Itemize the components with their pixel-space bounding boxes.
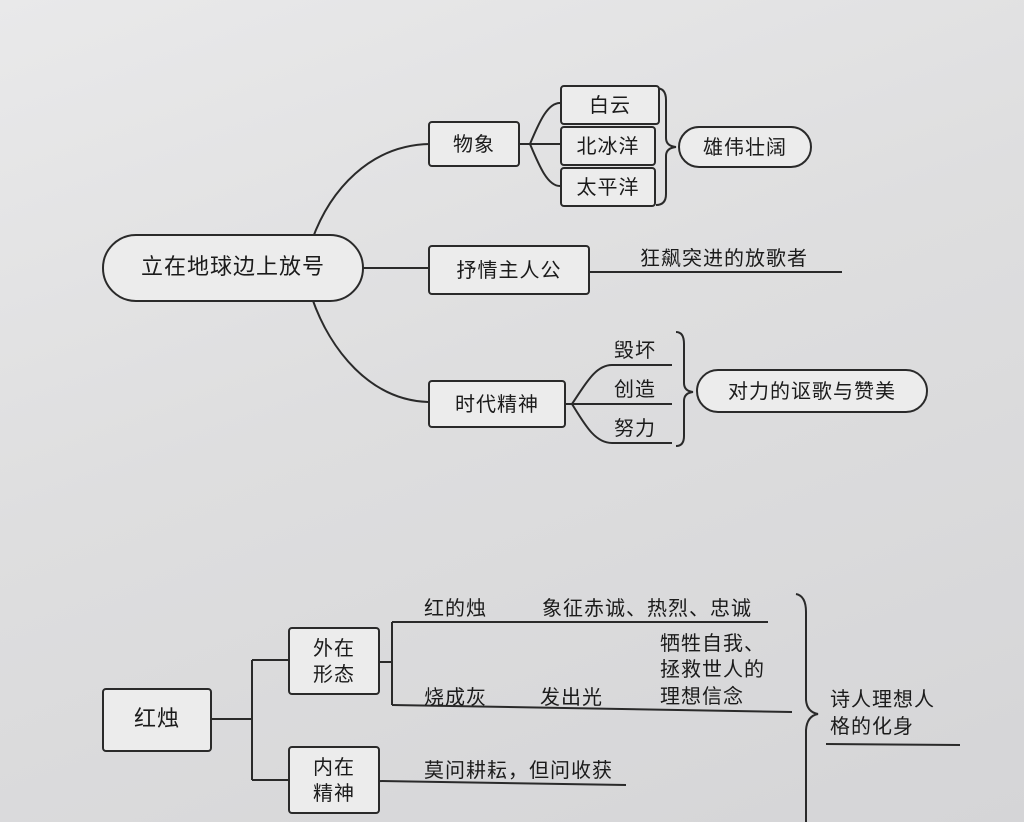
item-node-baiyun: 白云 bbox=[560, 85, 660, 125]
branch-node-label: 外在形态 bbox=[313, 636, 355, 686]
label-xisheng: 牺牲自我、拯救世人的理想信念 bbox=[660, 631, 765, 708]
branch-node-label: 时代精神 bbox=[455, 392, 539, 416]
branch-node-neizai: 内在精神 bbox=[288, 746, 380, 814]
item-label-nuli: 努力 bbox=[614, 416, 656, 440]
branch-node-shidai: 时代精神 bbox=[428, 380, 566, 428]
root-node-label: 红烛 bbox=[133, 706, 180, 732]
root-node-hongzhu: 红烛 bbox=[102, 688, 212, 752]
label-mowen: 莫问耕耘，但问收获 bbox=[424, 758, 613, 782]
note-kuangbiao: 狂飙突进的放歌者 bbox=[640, 246, 808, 270]
conclusion-label: 诗人理想人格的化身 bbox=[830, 687, 935, 738]
branch-node-label: 物象 bbox=[453, 132, 495, 156]
branch-node-label: 抒情主人公 bbox=[456, 258, 562, 282]
root-node-label: 立在地球边上放号 bbox=[140, 254, 325, 280]
branch-node-label: 内在精神 bbox=[313, 755, 355, 805]
label-fachuguang: 发出光 bbox=[540, 685, 603, 709]
branch-node-wuxiang: 物象 bbox=[428, 121, 520, 167]
summary-node-ouge: 对力的讴歌与赞美 bbox=[696, 369, 928, 413]
summary-node-xiongwei: 雄伟壮阔 bbox=[678, 126, 812, 168]
summary-node-label: 对力的讴歌与赞美 bbox=[728, 379, 896, 403]
item-label-huihuai: 毁坏 bbox=[614, 338, 656, 362]
item-node-label: 太平洋 bbox=[576, 175, 640, 199]
branch-node-waizai: 外在形态 bbox=[288, 627, 380, 695]
label-xiangzheng: 象征赤诚、热烈、忠诚 bbox=[542, 596, 752, 620]
branch-node-shuqing: 抒情主人公 bbox=[428, 245, 590, 295]
item-label-chuangzao: 创造 bbox=[614, 377, 656, 401]
item-node-beibingyang: 北冰洋 bbox=[560, 126, 656, 166]
root-node-fangsheng: 立在地球边上放号 bbox=[102, 234, 364, 302]
item-node-label: 北冰洋 bbox=[576, 134, 640, 158]
item-node-taipingyang: 太平洋 bbox=[560, 167, 656, 207]
label-shaochenghui: 烧成灰 bbox=[424, 685, 487, 709]
summary-node-label: 雄伟壮阔 bbox=[703, 135, 787, 159]
label-hongdezhu: 红的烛 bbox=[424, 596, 487, 620]
item-node-label: 白云 bbox=[589, 93, 631, 117]
